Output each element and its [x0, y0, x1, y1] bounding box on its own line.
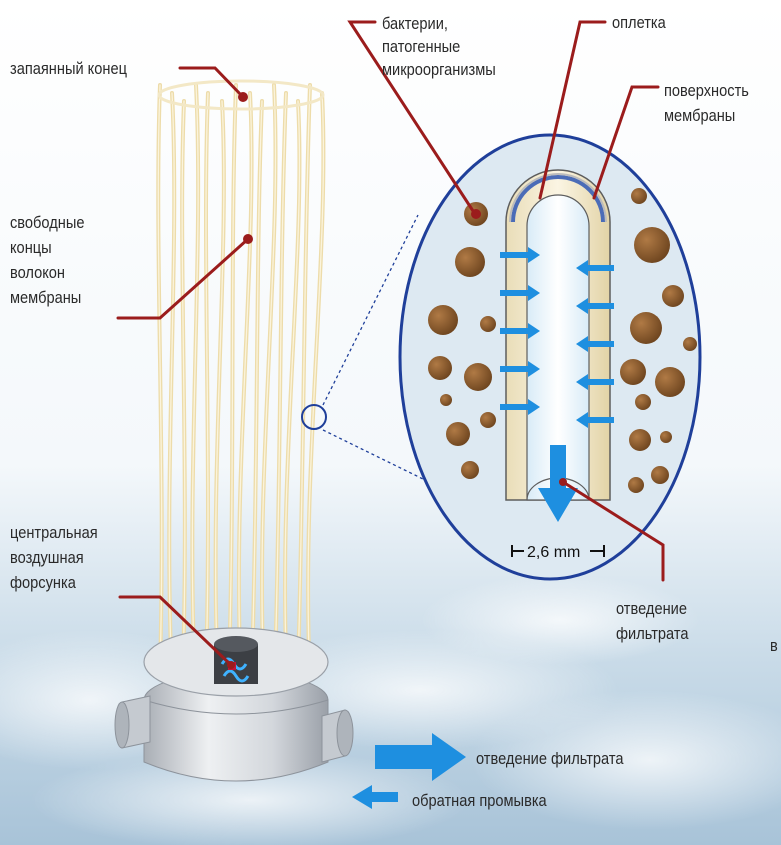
label-bacteria: бактерии, патогенные микроорганизмы — [382, 12, 496, 81]
bacteria-particle — [660, 431, 672, 443]
bacteria-particle — [628, 477, 644, 493]
label-backwash: обратная промывка — [412, 790, 547, 812]
bacteria-particle — [480, 412, 496, 428]
label-edge-fragment: в — [770, 635, 778, 657]
label-free-fiber-ends: свободные концы волокон мембраны — [10, 210, 84, 310]
bacteria-particle — [662, 285, 684, 307]
bacteria-particle — [630, 312, 662, 344]
central-air-nozzle — [214, 636, 258, 684]
side-port-left — [115, 696, 150, 748]
module-housing — [115, 628, 353, 781]
bacteria-particle — [428, 356, 452, 380]
bacteria-particle — [634, 227, 670, 263]
side-port-right — [322, 710, 353, 762]
bacteria-particle — [480, 316, 496, 332]
label-sealed-end: запаянный конец — [10, 58, 127, 80]
bacteria-particle — [631, 188, 647, 204]
bacteria-particle — [461, 461, 479, 479]
bacteria-particle — [635, 394, 651, 410]
label-filtrate-outlet-detail: отведение фильтрата — [616, 596, 689, 646]
bacteria-particle — [455, 247, 485, 277]
label-braid: оплетка — [612, 12, 666, 34]
label-membrane-surface: поверхность мембраны — [664, 78, 749, 128]
bacteria-particle — [428, 305, 458, 335]
bacteria-particle — [620, 359, 646, 385]
bacteria-particle — [629, 429, 651, 451]
bacteria-particle — [440, 394, 452, 406]
label-filtrate-outlet: отведение фильтрата — [476, 748, 624, 770]
bacteria-particle — [651, 466, 669, 484]
dimension-label: 2,6 mm — [527, 544, 580, 561]
bacteria-particle — [464, 363, 492, 391]
bacteria-particle — [446, 422, 470, 446]
membrane-detail-view: 2,6 mm — [400, 135, 700, 579]
bacteria-particle — [655, 367, 685, 397]
bacteria-particle — [683, 337, 697, 351]
label-central-air-nozzle: центральная воздушная форсунка — [10, 520, 98, 595]
